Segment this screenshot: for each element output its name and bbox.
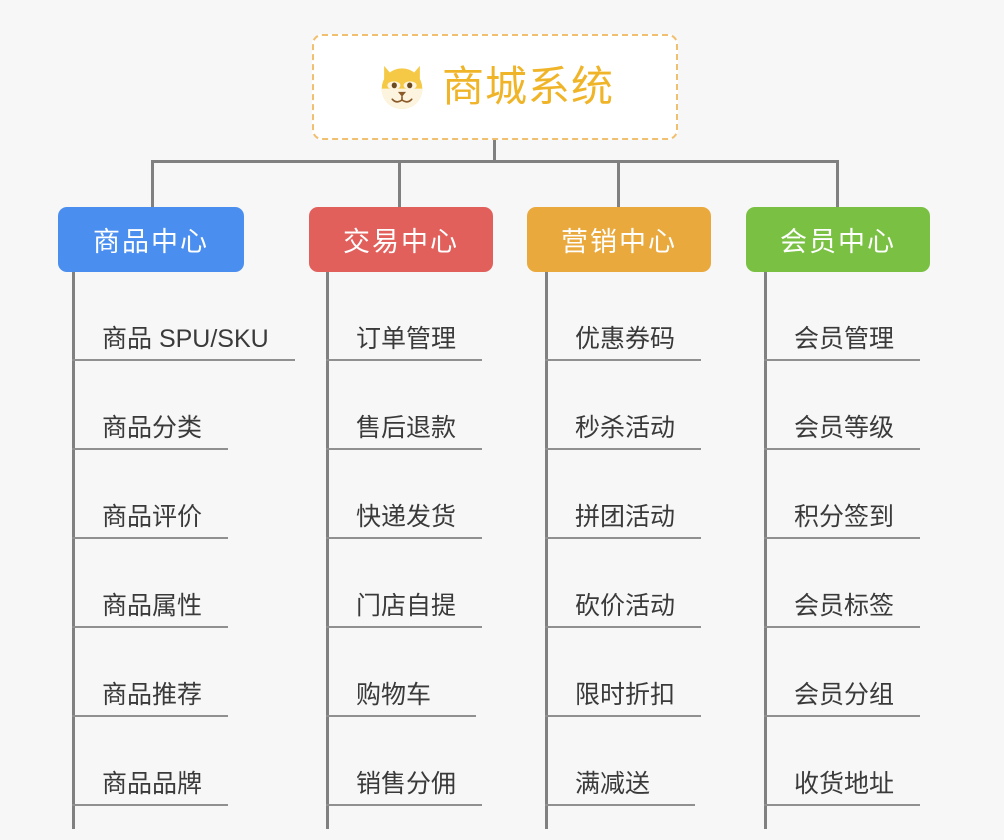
leaf-item[interactable]: 快递发货: [326, 450, 483, 539]
leaf-item[interactable]: 购物车: [326, 628, 476, 717]
category-title-marketing: 营销中心: [561, 227, 677, 257]
category-header-member[interactable]: 会员中心: [746, 207, 930, 272]
leaf-label: 秒杀活动: [575, 414, 676, 443]
leaf-label: 商品分类: [102, 414, 203, 443]
leaf-item[interactable]: 收货地址: [764, 717, 921, 806]
leaf-label: 积分签到: [794, 503, 895, 532]
category-title-member: 会员中心: [780, 227, 896, 257]
leaf-item[interactable]: 砍价活动: [545, 539, 702, 628]
leaf-label: 会员标签: [794, 592, 895, 621]
leaf-item[interactable]: 限时折扣: [545, 628, 702, 717]
leaf-list-trade: 订单管理 售后退款 快递发货 门店自提 购物车 销售分佣: [326, 272, 483, 806]
leaf-label: 商品 SPU/SKU: [102, 325, 269, 354]
leaf-item[interactable]: 商品评价: [72, 450, 229, 539]
leaf-item[interactable]: 商品品牌: [72, 717, 229, 806]
leaf-label: 会员等级: [794, 414, 895, 443]
leaf-label: 售后退款: [356, 414, 457, 443]
leaf-label: 收货地址: [794, 770, 895, 799]
leaf-item[interactable]: 商品分类: [72, 361, 229, 450]
column-product: 商品中心: [58, 207, 244, 272]
leaf-label: 商品属性: [102, 592, 203, 621]
root-node-商城系统[interactable]: 商城系统: [312, 34, 678, 140]
connector-drop-member: [836, 160, 839, 207]
connector-drop-product: [151, 160, 154, 207]
leaf-item[interactable]: 会员分组: [764, 628, 921, 717]
category-header-marketing[interactable]: 营销中心: [527, 207, 711, 272]
leaf-label: 满减送: [575, 770, 651, 799]
leaf-label: 拼团活动: [575, 503, 676, 532]
leaf-item[interactable]: 订单管理: [326, 272, 483, 361]
leaf-list-member: 会员管理 会员等级 积分签到 会员标签 会员分组 收货地址: [764, 272, 921, 806]
rail-marketing: [545, 272, 548, 829]
rail-member: [764, 272, 767, 829]
connector-horizontal-bus: [151, 160, 839, 163]
leaf-item[interactable]: 会员管理: [764, 272, 921, 361]
leaf-label: 砍价活动: [575, 592, 676, 621]
leaf-item[interactable]: 积分签到: [764, 450, 921, 539]
leaf-item[interactable]: 会员标签: [764, 539, 921, 628]
category-header-trade[interactable]: 交易中心: [309, 207, 493, 272]
connector-root-stem: [493, 140, 496, 162]
leaf-list-marketing: 优惠券码 秒杀活动 拼团活动 砍价活动 限时折扣 满减送: [545, 272, 702, 806]
column-member: 会员中心: [746, 207, 930, 272]
leaf-item[interactable]: 优惠券码: [545, 272, 702, 361]
root-title: 商城系统: [441, 63, 614, 110]
leaf-label: 会员管理: [794, 325, 895, 354]
category-header-product[interactable]: 商品中心: [58, 207, 244, 272]
leaf-label: 购物车: [356, 681, 432, 710]
leaf-item[interactable]: 商品属性: [72, 539, 229, 628]
connector-drop-trade: [398, 160, 401, 207]
column-trade: 交易中心: [309, 207, 493, 272]
leaf-label: 商品评价: [102, 503, 203, 532]
column-marketing: 营销中心: [527, 207, 711, 272]
leaf-item[interactable]: 秒杀活动: [545, 361, 702, 450]
leaf-item[interactable]: 拼团活动: [545, 450, 702, 539]
leaf-label: 商品推荐: [102, 681, 203, 710]
category-title-product: 商品中心: [93, 227, 209, 257]
leaf-item[interactable]: 商品 SPU/SKU: [72, 272, 295, 361]
leaf-label: 订单管理: [356, 325, 457, 354]
leaf-label: 优惠券码: [575, 325, 676, 354]
leaf-item[interactable]: 商品推荐: [72, 628, 229, 717]
rail-product: [72, 272, 75, 829]
leaf-item[interactable]: 售后退款: [326, 361, 483, 450]
leaf-item[interactable]: 销售分佣: [326, 717, 483, 806]
leaf-item[interactable]: 满减送: [545, 717, 695, 806]
leaf-item[interactable]: 门店自提: [326, 539, 483, 628]
leaf-list-product: 商品 SPU/SKU 商品分类 商品评价 商品属性 商品推荐 商品品牌: [72, 272, 295, 806]
rail-trade: [326, 272, 329, 829]
leaf-label: 限时折扣: [575, 681, 676, 710]
category-title-trade: 交易中心: [343, 227, 459, 257]
leaf-label: 门店自提: [356, 592, 457, 621]
leaf-item[interactable]: 会员等级: [764, 361, 921, 450]
leaf-label: 会员分组: [794, 681, 895, 710]
shiba-dog-face-icon: [381, 65, 423, 109]
leaf-label: 商品品牌: [102, 770, 203, 799]
leaf-label: 销售分佣: [356, 770, 457, 799]
leaf-label: 快递发货: [356, 503, 457, 532]
connector-drop-marketing: [617, 160, 620, 207]
